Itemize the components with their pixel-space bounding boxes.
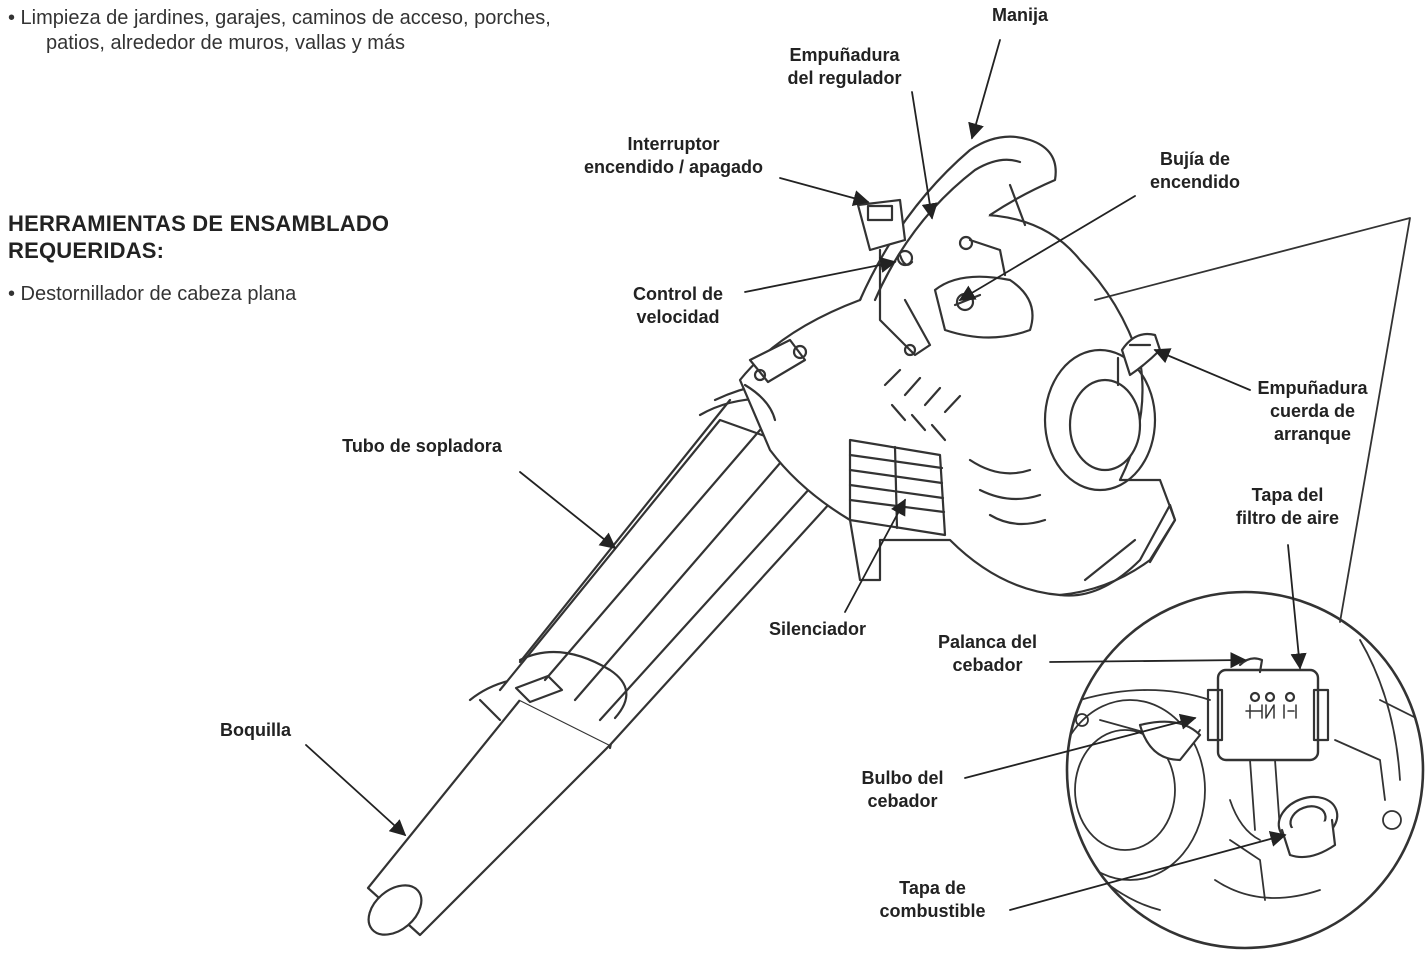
leader-manija — [968, 39, 1001, 140]
label-control-velocidad-line1: Control de — [633, 284, 723, 304]
leader-silenciador — [844, 498, 906, 613]
label-bulbo-cebador: Bulbo del cebador — [850, 767, 955, 813]
leader-tapa-combustible — [1009, 831, 1287, 911]
label-tubo-line1: Tubo de sopladora — [342, 436, 502, 456]
label-silenciador: Silenciador — [755, 618, 880, 641]
inset-connector-line — [1094, 217, 1411, 623]
leader-empunadura-cuerda — [1153, 348, 1251, 391]
label-empunadura-regulador: Empuñadura del regulador — [772, 44, 917, 90]
label-boquilla: Boquilla — [208, 719, 303, 742]
label-empunadura-regulador-line1: Empuñadura — [789, 45, 900, 65]
label-silenciador-line1: Silenciador — [768, 619, 867, 639]
label-bujia-line1: Bujía de — [1159, 149, 1230, 169]
leader-control-velocidad — [744, 256, 897, 293]
label-control-velocidad: Control de velocidad — [618, 283, 738, 329]
tools-heading-line2: REQUERIDAS: — [8, 238, 165, 263]
leader-palanca-cebador — [1049, 652, 1247, 669]
label-palanca-cebador-line2: cebador — [952, 655, 1023, 675]
intro-bullet-line2: patios, alrededor de muros, vallas y más — [46, 32, 406, 54]
label-tapa-filtro-line2: filtro de aire — [1235, 508, 1340, 528]
leader-tapa-filtro — [1287, 544, 1307, 670]
leader-tubo — [519, 471, 617, 550]
label-tapa-combustible-line2: combustible — [879, 901, 986, 921]
label-leaders — [305, 39, 1307, 911]
leader-bulbo-cebador — [964, 713, 1197, 779]
label-palanca-cebador: Palanca del cebador — [925, 631, 1050, 677]
label-manija-line1: Manija — [991, 5, 1048, 25]
label-palanca-cebador-line1: Palanca del — [937, 632, 1038, 652]
detail-inset — [1065, 590, 1425, 950]
label-bujia-line2: encendido — [1149, 172, 1240, 192]
label-manija: Manija — [975, 4, 1065, 27]
label-bujia: Bujía de encendido — [1135, 148, 1255, 194]
tools-heading: HERRAMIENTAS DE ENSAMBLADO REQUERIDAS: — [8, 210, 389, 264]
tools-item: • Destornillador de cabeza plana — [8, 283, 297, 305]
tools-heading-line1: HERRAMIENTAS DE ENSAMBLADO — [8, 211, 390, 236]
leader-boquilla — [305, 744, 407, 837]
label-tapa-combustible-line1: Tapa de — [899, 878, 966, 898]
label-tapa-filtro: Tapa del filtro de aire — [1220, 484, 1355, 530]
label-bulbo-cebador-line2: cebador — [867, 791, 938, 811]
label-empunadura-cuerda-line1: Empuñadura — [1257, 378, 1368, 398]
label-empunadura-regulador-line2: del regulador — [787, 68, 902, 88]
label-interruptor-line1: Interruptor — [627, 134, 720, 154]
label-tapa-filtro-line1: Tapa del — [1251, 485, 1324, 505]
label-boquilla-line1: Boquilla — [220, 720, 291, 740]
blower-body — [738, 135, 1177, 597]
label-bulbo-cebador-line1: Bulbo del — [861, 768, 944, 788]
label-tapa-combustible: Tapa de combustible — [865, 877, 1000, 923]
label-tubo: Tubo de sopladora — [322, 435, 522, 458]
intro-bullet: • Limpieza de jardines, garajes, caminos… — [8, 6, 551, 56]
label-interruptor-line2: encendido / apagado — [583, 157, 764, 177]
label-interruptor: Interruptor encendido / apagado — [566, 133, 781, 179]
leader-empunadura-regulador — [911, 91, 938, 220]
leader-interruptor — [779, 177, 870, 206]
label-empunadura-cuerda-line3: arranque — [1273, 424, 1352, 444]
intro-bullet-line1: • Limpieza de jardines, garajes, caminos… — [8, 7, 551, 29]
label-empunadura-cuerda-line2: cuerda de — [1269, 401, 1356, 421]
label-empunadura-cuerda: Empuñadura cuerda de arranque — [1245, 377, 1380, 446]
leader-bujia — [958, 195, 1136, 301]
label-control-velocidad-line2: velocidad — [636, 307, 720, 327]
